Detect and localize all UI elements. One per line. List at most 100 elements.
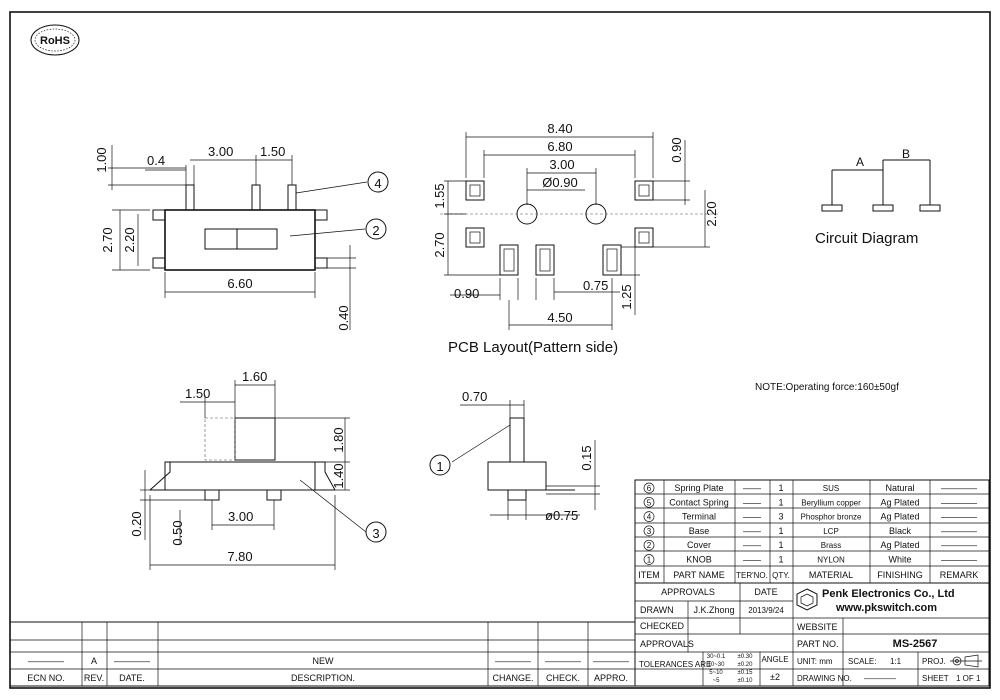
tb-drawn: DRAWN [640, 605, 674, 615]
callout-4: 4 [374, 176, 381, 191]
rev-header-ecn: ECN NO. [27, 673, 65, 683]
dim-0-20: 0.20 [129, 511, 144, 536]
dim-2-70: 2.70 [100, 227, 115, 252]
bom-cell-qty: 1 [778, 526, 783, 536]
callout-3: 3 [372, 526, 379, 541]
bom-cell-qty: 1 [778, 540, 783, 550]
rev-date-value: ———— [114, 656, 150, 666]
bom-cell-finish: Ag Plated [880, 497, 919, 507]
dim-0-15: 0.15 [579, 445, 594, 470]
rev-appro-value: ———— [593, 656, 629, 666]
bom-cell-part: Base [689, 526, 710, 536]
bom-cell-qty: 3 [778, 512, 783, 522]
rev-check-value: ———— [545, 656, 581, 666]
pcb-layout-title: PCB Layout(Pattern side) [448, 339, 618, 356]
bom-cell-remark: ———— [941, 483, 977, 493]
bom-cell-remark: ———— [941, 540, 977, 550]
circuit-diagram: A B Circuit Diagram [815, 147, 941, 247]
tb-website: WEBSITE [797, 622, 838, 632]
callout-2: 2 [372, 223, 379, 238]
top-view: 1.00 0.4 3.00 1.50 2.70 2.20 6.60 0.40 4… [94, 144, 389, 331]
company-website: www.pkswitch.com [835, 602, 937, 614]
company-logo [796, 588, 818, 611]
tb-approvals-2: APPROVALS [640, 639, 694, 649]
dim-1-60: 1.60 [242, 369, 267, 384]
bom-cell-qty: 1 [778, 483, 783, 493]
circuit-label-a: A [856, 155, 864, 169]
bom-cell-finish: Ag Plated [880, 540, 919, 550]
dim-0-50: 0.50 [170, 520, 185, 545]
side-view: 1.60 1.50 1.80 1.40 0.20 0.50 3.00 7.80 … [129, 369, 387, 570]
dim-1-50-side: 1.50 [185, 386, 210, 401]
title-block: APPROVALS DATE DRAWN J.K.Zhong 2013/9/24… [634, 582, 990, 687]
bom-cell-finish: Black [889, 526, 912, 536]
bom-item-no: 6 [647, 484, 652, 493]
bom-cell-dash: —— [743, 540, 761, 550]
dim-3-00-side: 3.00 [228, 509, 253, 524]
bom-cell-remark: ———— [941, 512, 977, 522]
bom-cell-material: Phosphor bronze [801, 513, 862, 522]
dim-2-20: 2.20 [122, 227, 137, 252]
bom-cell-dash: —— [743, 497, 761, 507]
dim-6-80: 6.80 [547, 139, 572, 154]
circuit-label-b: B [902, 147, 910, 161]
bom-cell-qty: 1 [778, 555, 783, 565]
dim-1-50-top: 1.50 [260, 144, 285, 159]
dim-d0-75: ø0.75 [545, 508, 578, 523]
tb-tolerances: TOLERANCES ARE [639, 660, 711, 669]
bom-item-circle [643, 511, 655, 522]
bom-header-remark: REMARK [940, 570, 979, 580]
bom-cell-part: KNOB [686, 555, 712, 565]
callout-1: 1 [436, 459, 443, 474]
tb-proj: PROJ. [922, 657, 946, 666]
bom-cell-qty: 1 [778, 497, 783, 507]
bom-header-finishing: FINISHING [877, 570, 923, 580]
bom-item-circle [643, 482, 655, 494]
bom-item-no: 1 [647, 556, 652, 565]
rev-header-description: DESCRIPTION. [291, 673, 355, 683]
dim-2-20-pcb: 2.20 [704, 201, 719, 226]
tb-approvals: APPROVALS [661, 587, 715, 597]
tb-part-no: PART NO. [797, 639, 839, 649]
dim-1-25: 1.25 [619, 284, 634, 309]
tb-date: DATE [754, 587, 777, 597]
dim-0-90-bottom: 0.90 [454, 286, 479, 301]
dim-0-70: 0.70 [462, 389, 487, 404]
tb-scale: SCALE: [848, 657, 876, 666]
dim-3-00-pcb: 3.00 [549, 157, 574, 172]
dim-1-40: 1.40 [331, 463, 346, 488]
bom-header-part: PART NAME [673, 570, 725, 580]
tol-value: ±0.15 [738, 670, 754, 676]
bom-item-circle [643, 525, 655, 537]
bom-cell-material: Brass [821, 541, 841, 550]
bom-header-qty: QTY. [772, 571, 790, 580]
rev-letter: A [91, 656, 97, 666]
dim-8-40: 8.40 [547, 121, 572, 136]
bom-cell-finish: Ag Plated [880, 512, 919, 522]
projection-icon [950, 654, 982, 668]
tol-value: ±0.10 [738, 678, 754, 684]
rohs-logo-text: RoHS [40, 35, 70, 47]
dim-0-90-right: 0.90 [669, 137, 684, 162]
bom-item-no: 2 [647, 541, 652, 550]
sheet-border [9, 11, 991, 689]
bom-header-item: ITEM [638, 570, 660, 580]
bom-cell-dash: —— [743, 512, 761, 522]
bom-cell-material: NYLON [817, 556, 845, 565]
dim-hole: Ø0.90 [542, 175, 577, 190]
rev-header-rev: REV. [84, 673, 104, 683]
dim-7-80: 7.80 [227, 549, 252, 564]
tol-range: 10~30 [708, 662, 726, 668]
rev-header-date: DATE. [119, 673, 145, 683]
bom-cell-remark: ———— [941, 555, 977, 565]
dim-2-70-pcb: 2.70 [432, 232, 447, 257]
operating-force-note: NOTE:Operating force:160±50gf [755, 382, 899, 393]
bom-cell-material: Beryllium copper [801, 498, 861, 507]
dim-0-4: 0.4 [147, 153, 165, 168]
dim-4-50: 4.50 [547, 310, 572, 325]
tb-drawn-date: 2013/9/24 [748, 606, 784, 615]
tol-range: 5~10 [709, 670, 723, 676]
dim-0-75: 0.75 [583, 278, 608, 293]
bom-item-no: 4 [647, 513, 652, 522]
